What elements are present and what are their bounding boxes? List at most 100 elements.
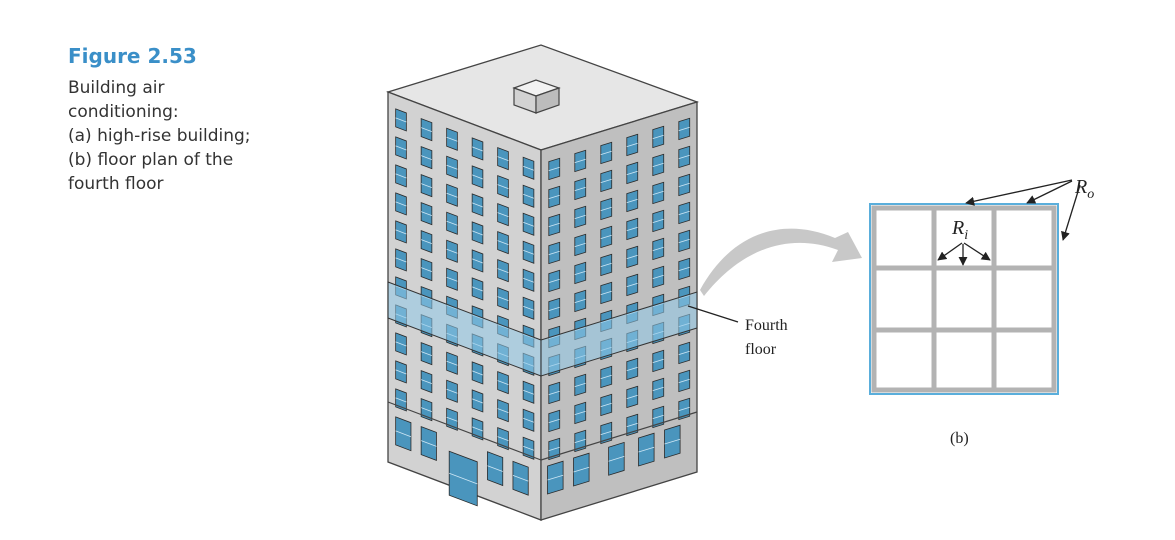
window-divider (608, 456, 625, 462)
fourth-floor-label-line-1: Fourth (745, 317, 788, 334)
window-divider (421, 440, 437, 447)
window-divider (497, 156, 509, 162)
window-divider (497, 436, 509, 442)
window-divider (573, 466, 590, 473)
window-divider (523, 249, 535, 255)
caption-line-1: Building air (68, 78, 165, 98)
window-divider (652, 162, 664, 167)
window-divider (523, 417, 535, 423)
window-divider (548, 166, 560, 171)
window-divider (548, 222, 560, 227)
window-divider (652, 218, 664, 223)
window-divider (523, 165, 535, 171)
window-divider (548, 446, 560, 451)
window-divider (395, 229, 407, 235)
window-divider (678, 154, 690, 159)
outer-zone-arrows (965, 179, 1081, 241)
window-divider (548, 250, 560, 255)
window-divider (678, 126, 690, 131)
window-divider (395, 397, 407, 403)
floor-plan-frame (869, 203, 1059, 395)
figure-caption: Figure 2.53 Building air conditioning: (… (68, 44, 318, 196)
window-divider (548, 418, 560, 423)
window-divider (497, 380, 509, 386)
caption-line-2: conditioning: (68, 102, 179, 122)
window-divider (678, 350, 690, 355)
window-divider (523, 193, 535, 199)
window-divider (421, 239, 433, 245)
window-divider (626, 394, 638, 399)
window-divider (574, 438, 586, 443)
window-divider (421, 351, 433, 357)
window-divider (548, 306, 560, 311)
window-divider (512, 474, 529, 482)
part-b-label: (b) (950, 430, 969, 447)
window-divider (421, 155, 433, 161)
window-divider (626, 142, 638, 147)
window-divider (446, 164, 458, 170)
window-divider (600, 290, 612, 295)
window-divider (395, 201, 407, 207)
window-divider (395, 430, 412, 438)
window-divider (638, 446, 655, 453)
ground-floor-line (387, 401, 542, 461)
window-divider (395, 369, 407, 375)
outer-zone-label: Ro (1074, 176, 1094, 202)
window-divider (395, 145, 407, 151)
window-divider (395, 257, 407, 263)
window-divider (523, 389, 535, 395)
window-divider (652, 134, 664, 139)
window-divider (446, 220, 458, 226)
roof-box (512, 79, 561, 114)
window-divider (600, 430, 612, 435)
window-divider (472, 202, 484, 208)
window-divider (446, 360, 458, 366)
window-divider (446, 248, 458, 254)
floor-plan-grid (871, 205, 1057, 393)
window-divider (652, 190, 664, 195)
inner-zone-arrows (937, 242, 991, 266)
window-divider (421, 407, 433, 413)
window-divider (626, 422, 638, 427)
window-divider (472, 174, 484, 180)
window-divider (600, 150, 612, 155)
window-divider (678, 378, 690, 383)
window-divider (678, 266, 690, 271)
window-divider (678, 182, 690, 187)
window-divider (678, 238, 690, 243)
high-rise-building (385, 44, 700, 521)
window-divider (472, 258, 484, 264)
window-divider (446, 136, 458, 142)
window-divider (472, 370, 484, 376)
window-divider (626, 366, 638, 371)
window-divider (548, 194, 560, 199)
window-divider (600, 402, 612, 407)
window-divider (600, 178, 612, 183)
window-divider (497, 184, 509, 190)
window-divider (547, 474, 564, 481)
window-divider (626, 170, 638, 175)
window-divider (421, 183, 433, 189)
window-divider (548, 390, 560, 395)
window-divider (421, 127, 433, 133)
window-divider (678, 210, 690, 215)
window-divider (574, 186, 586, 191)
floor-plan (869, 203, 1059, 395)
window-divider (574, 298, 586, 303)
window-divider (652, 386, 664, 391)
window-divider (446, 192, 458, 198)
window-divider (600, 374, 612, 379)
caption-line-3: (a) high-rise building; (68, 126, 251, 146)
window-divider (626, 254, 638, 259)
window-divider (574, 410, 586, 415)
window-divider (421, 379, 433, 385)
ground-floor (387, 401, 698, 507)
window-divider (446, 388, 458, 394)
window-divider (497, 240, 509, 246)
window-divider (626, 282, 638, 287)
window-divider (678, 406, 690, 411)
window-divider (600, 206, 612, 211)
window-divider (446, 416, 458, 422)
window-divider (574, 382, 586, 387)
